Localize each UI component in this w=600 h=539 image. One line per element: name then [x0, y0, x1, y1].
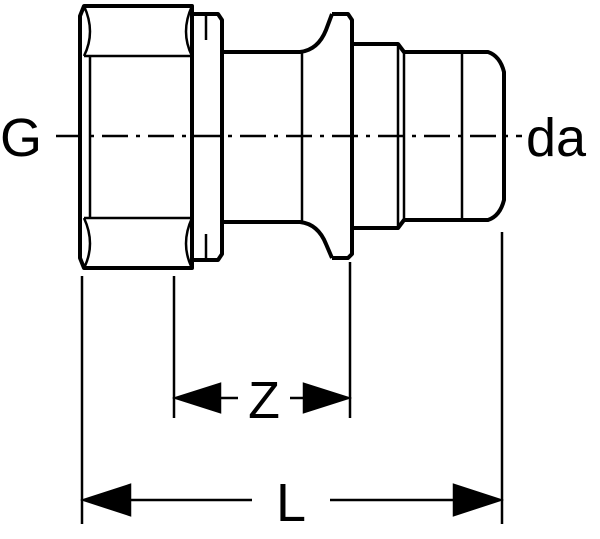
- dimension-l-arrow-right: [452, 483, 505, 517]
- hex-nut-corner-top: [184, 5, 194, 57]
- body-tube-top: [222, 13, 334, 54]
- label-thread: G: [0, 108, 42, 168]
- dimension-l: [79, 483, 505, 517]
- dimension-l-arrow-left: [79, 483, 132, 517]
- body-tube-bottom: [222, 220, 334, 259]
- extension-lines: [80, 232, 504, 524]
- hex-nut: [78, 4, 194, 270]
- hex-nut-edge-top: [82, 5, 92, 57]
- label-total-length: L: [276, 473, 306, 533]
- dimension-z-arrow-left: [171, 382, 222, 414]
- hex-nut-corner-bottom: [184, 217, 194, 269]
- label-outer-diameter: da: [526, 108, 587, 168]
- nut-collar-outline: [192, 12, 224, 262]
- dimension-z: [171, 382, 353, 414]
- label-insertion-length: Z: [248, 372, 280, 430]
- dimension-z-arrow-right: [302, 382, 353, 414]
- nut-collar: [192, 12, 224, 262]
- hex-nut-edge-bottom: [82, 217, 92, 269]
